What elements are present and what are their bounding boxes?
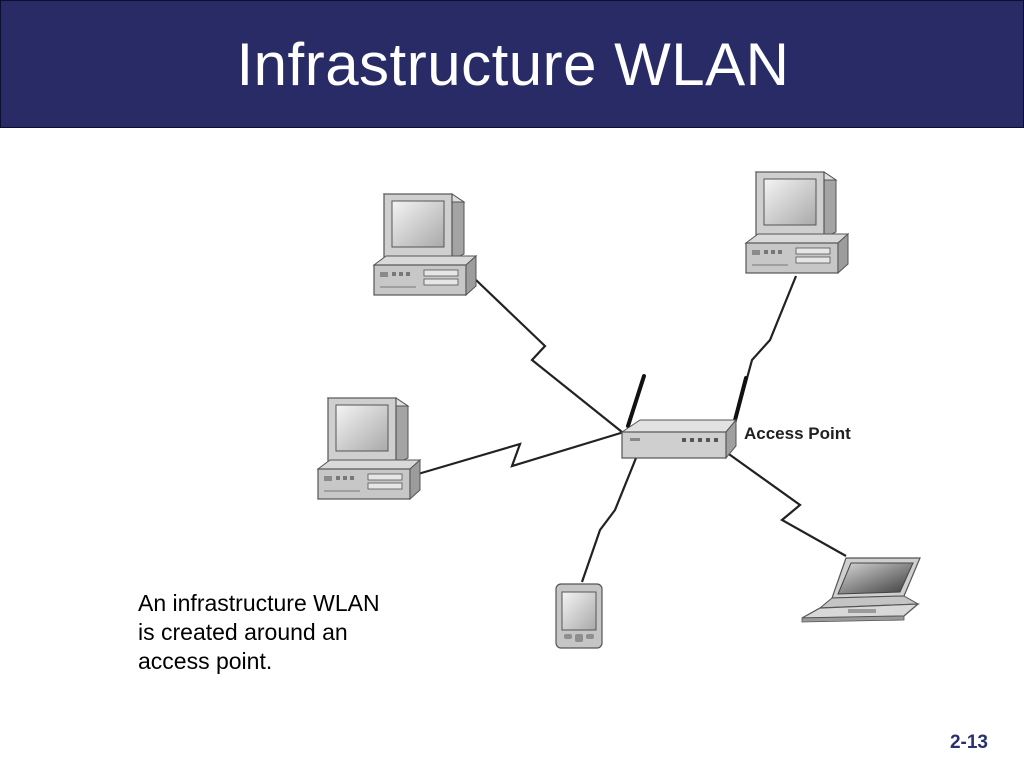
desktop-computer xyxy=(745,171,849,274)
slide-header: Infrastructure WLAN xyxy=(0,0,1024,128)
slide-title: Infrastructure WLAN xyxy=(236,31,790,98)
access-point-icon xyxy=(620,374,748,460)
diagram-caption: An infrastructure WLAN is created around… xyxy=(138,589,438,676)
access-point-label: Access Point xyxy=(744,424,851,443)
laptop-icon xyxy=(801,557,921,623)
wireless-link xyxy=(417,430,625,476)
caption-line: access point. xyxy=(138,648,273,674)
wireless-link xyxy=(725,451,847,557)
wireless-link xyxy=(733,275,798,423)
wireless-link xyxy=(475,279,623,433)
desktop-computer xyxy=(373,193,477,296)
desktop-computer xyxy=(317,397,421,500)
pda-icon xyxy=(555,583,603,649)
page-number: 2-13 xyxy=(949,732,988,753)
caption-line: An infrastructure WLAN xyxy=(138,590,380,616)
caption-line: is created around an xyxy=(138,619,348,645)
wireless-link xyxy=(580,457,638,583)
